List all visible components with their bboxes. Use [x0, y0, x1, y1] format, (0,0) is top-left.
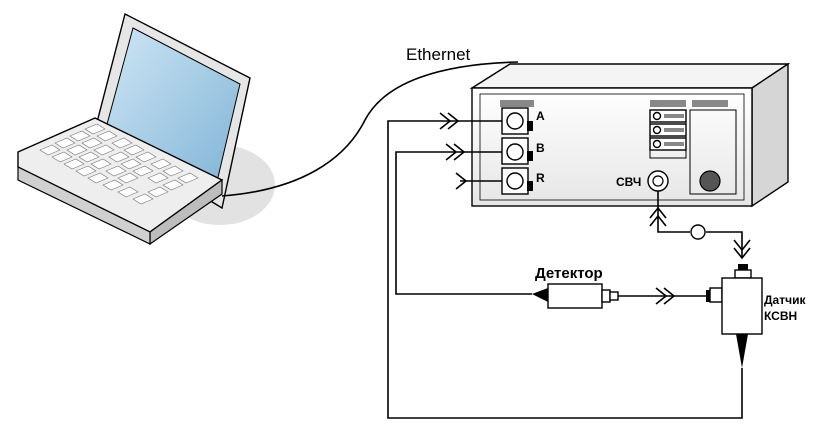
cable-microwave: [657, 191, 690, 233]
ethernet-cable: [221, 61, 519, 197]
instrument-label-strip: [500, 100, 534, 107]
cable-port-b: [395, 151, 532, 295]
laptop: [17, 12, 275, 246]
cable-loop: [690, 224, 706, 240]
port-a: [501, 107, 533, 135]
detector: [532, 283, 619, 309]
laptop-side: [17, 166, 151, 245]
port-b: [501, 137, 533, 165]
cable-port-a: [387, 120, 743, 419]
instrument-side: [751, 62, 789, 208]
port-r: [501, 167, 533, 195]
port-r-label: R: [536, 171, 545, 185]
control-switches: [649, 109, 687, 159]
port-b-label: B: [536, 141, 545, 155]
instrument: A B R: [469, 62, 791, 208]
power-knob: [699, 170, 721, 192]
instrument-top: [469, 63, 791, 89]
microwave-port-label: СВЧ: [616, 175, 641, 189]
control-block-strip: [650, 100, 686, 107]
port-a-label: A: [536, 109, 545, 123]
ethernet-label: Ethernet: [406, 45, 471, 64]
power-module: [689, 109, 737, 195]
laptop-keyboard: [39, 123, 199, 205]
vswr-sensor-label-line2: КСВН: [764, 309, 797, 323]
vswr-sensor-label-line1: Датчик: [764, 293, 806, 307]
power-strip: [692, 100, 728, 107]
detector-label: Детектор: [535, 265, 603, 282]
connector-chevrons: [439, 112, 751, 305]
vswr-sensor: [706, 264, 763, 368]
